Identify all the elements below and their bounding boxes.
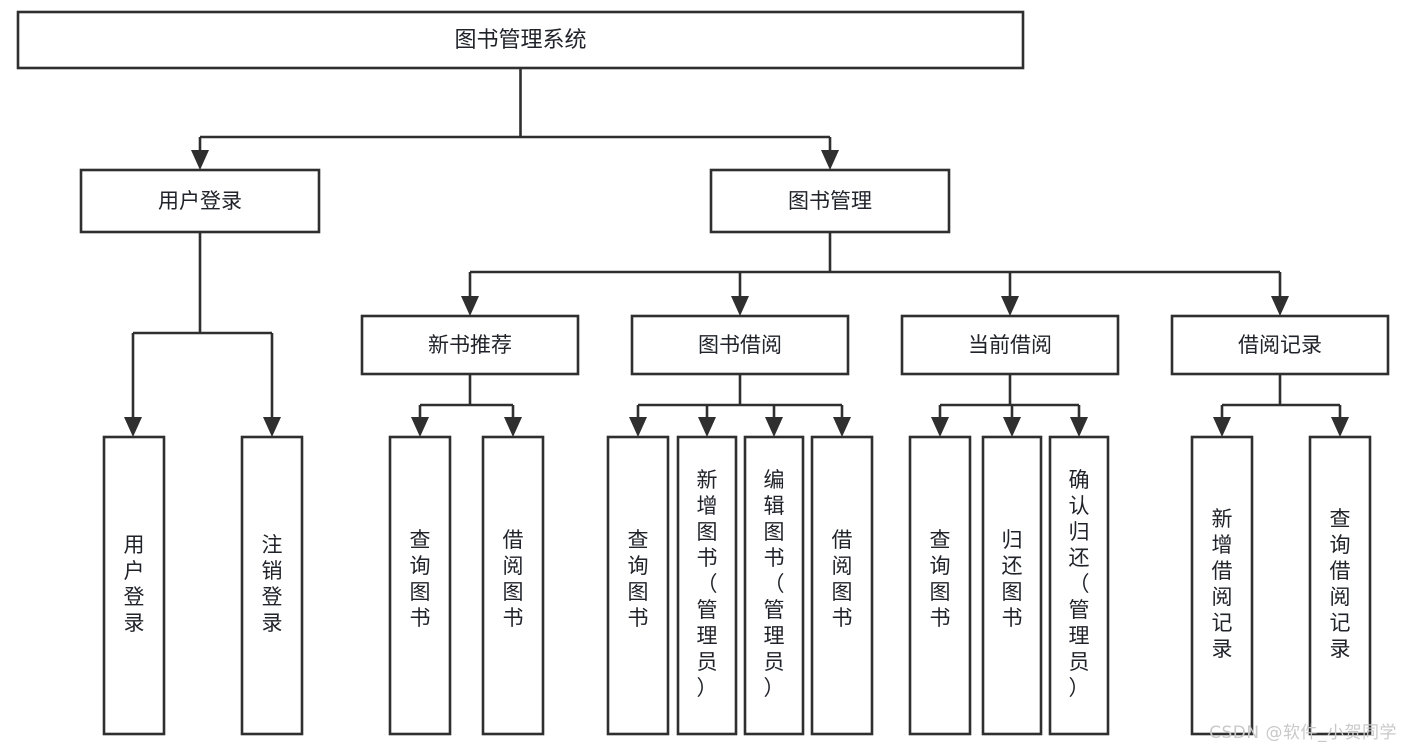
- node-leaf-add-book-box: [676, 435, 738, 736]
- node-borrow-record-box: [1170, 314, 1390, 376]
- arrow-head-leaf-return-book: [1003, 417, 1021, 437]
- node-leaf-return-book-label: 归还图书: [1002, 528, 1023, 630]
- node-leaf-query-book-recommend-box: [388, 435, 452, 736]
- node-leaf-borrow-book-box: [810, 435, 874, 736]
- node-leaf-query-book-borrow-box: [606, 435, 670, 736]
- node-leaf-return-book[interactable]: 归还图书: [981, 435, 1043, 736]
- arrow-head-borrow-record: [1271, 296, 1289, 316]
- arrow-head-leaf-query-book-borrow: [629, 417, 647, 437]
- node-user-login[interactable]: 用户登录: [79, 168, 321, 234]
- arrow-head-book-borrow: [731, 296, 749, 316]
- arrow-head-leaf-query-borrow-record: [1331, 417, 1349, 437]
- arrow-head-leaf-add-borrow-record: [1213, 417, 1231, 437]
- node-leaf-confirm-return-box: [1048, 435, 1110, 736]
- node-book-borrow-label: 图书借阅: [698, 333, 782, 357]
- arrow-head-leaf-borrow-book-recommend: [504, 417, 522, 437]
- node-leaf-logout[interactable]: 注销登录: [240, 435, 304, 736]
- node-leaf-query-book-borrow-label: 查询图书: [628, 528, 649, 630]
- arrow-head-leaf-user-login: [124, 417, 142, 437]
- node-leaf-edit-book[interactable]: 编辑图书（管理员）: [743, 435, 805, 736]
- node-leaf-borrow-book-label: 借阅图书: [832, 528, 853, 630]
- node-leaf-query-borrow-record-box: [1308, 435, 1372, 736]
- node-book-borrow-box: [630, 314, 850, 376]
- node-leaf-query-book-current[interactable]: 查询图书: [908, 435, 972, 736]
- node-leaf-query-borrow-record-label: 查询借阅记录: [1330, 507, 1351, 661]
- node-new-book-recommend[interactable]: 新书推荐: [360, 314, 580, 376]
- node-leaf-query-book-borrow[interactable]: 查询图书: [606, 435, 670, 736]
- node-root-box: [16, 10, 1025, 70]
- node-leaf-query-book-current-label: 查询图书: [930, 528, 951, 630]
- node-leaf-query-borrow-record[interactable]: 查询借阅记录: [1308, 435, 1372, 736]
- node-leaf-add-borrow-record-label: 新增借阅记录: [1212, 507, 1233, 661]
- arrow-head-leaf-edit-book: [765, 417, 783, 437]
- node-leaf-confirm-return[interactable]: 确认归还（管理员）: [1048, 435, 1110, 736]
- arrow-head-leaf-query-book-current: [931, 417, 949, 437]
- arrow-head-to-user-login: [191, 150, 209, 170]
- node-borrow-record[interactable]: 借阅记录: [1170, 314, 1390, 376]
- node-leaf-add-book-label: 新增图书（管理员）: [697, 468, 718, 700]
- node-new-book-recommend-label: 新书推荐: [428, 333, 512, 357]
- node-leaf-user-login-box: [102, 435, 166, 736]
- arrow-head-leaf-add-book: [698, 417, 716, 437]
- node-current-borrow[interactable]: 当前借阅: [900, 314, 1120, 376]
- node-leaf-borrow-book-recommend[interactable]: 借阅图书: [481, 435, 545, 736]
- node-leaf-borrow-book-recommend-box: [481, 435, 545, 736]
- node-leaf-add-borrow-record-box: [1190, 435, 1254, 736]
- node-leaf-add-borrow-record[interactable]: 新增借阅记录: [1190, 435, 1254, 736]
- node-leaf-confirm-return-label: 确认归还（管理员）: [1069, 468, 1090, 700]
- node-leaf-query-book-current-box: [908, 435, 972, 736]
- node-book-management-box: [709, 168, 951, 234]
- arrow-head-to-book-management: [821, 150, 839, 170]
- arrow-head-leaf-query-book-recommend: [411, 417, 429, 437]
- node-user-login-label: 用户登录: [158, 189, 242, 213]
- node-leaf-borrow-book-recommend-label: 借阅图书: [503, 528, 524, 630]
- node-leaf-edit-book-label: 编辑图书（管理员）: [764, 468, 785, 700]
- node-new-book-recommend-box: [360, 314, 580, 376]
- node-current-borrow-box: [900, 314, 1120, 376]
- arrow-head-leaf-confirm-return: [1070, 417, 1088, 437]
- node-leaf-add-book[interactable]: 新增图书（管理员）: [676, 435, 738, 736]
- arrow-head-leaf-borrow-book: [833, 417, 851, 437]
- node-leaf-user-login[interactable]: 用户登录: [102, 435, 166, 736]
- node-root[interactable]: 图书管理系统: [16, 10, 1025, 70]
- node-book-management[interactable]: 图书管理: [709, 168, 951, 234]
- node-leaf-query-book-recommend[interactable]: 查询图书: [388, 435, 452, 736]
- node-leaf-return-book-box: [981, 435, 1043, 736]
- arrow-head-leaf-logout: [263, 417, 281, 437]
- node-leaf-query-book-recommend-label: 查询图书: [410, 528, 431, 630]
- node-book-borrow[interactable]: 图书借阅: [630, 314, 850, 376]
- node-root-label: 图书管理系统: [454, 28, 586, 53]
- connector-layer: [124, 68, 1349, 437]
- node-borrow-record-label: 借阅记录: [1238, 333, 1322, 357]
- node-current-borrow-label: 当前借阅: [968, 333, 1052, 357]
- node-user-login-box: [79, 168, 321, 234]
- node-leaf-edit-book-box: [743, 435, 805, 736]
- node-leaf-borrow-book[interactable]: 借阅图书: [810, 435, 874, 736]
- node-leaf-logout-box: [240, 435, 304, 736]
- node-book-management-label: 图书管理: [788, 189, 872, 213]
- arrow-head-current-borrow: [1001, 296, 1019, 316]
- node-leaf-logout-label: 注销登录: [262, 533, 283, 635]
- node-leaf-user-login-label: 用户登录: [124, 533, 145, 635]
- arrow-head-new-book-recommend: [461, 296, 479, 316]
